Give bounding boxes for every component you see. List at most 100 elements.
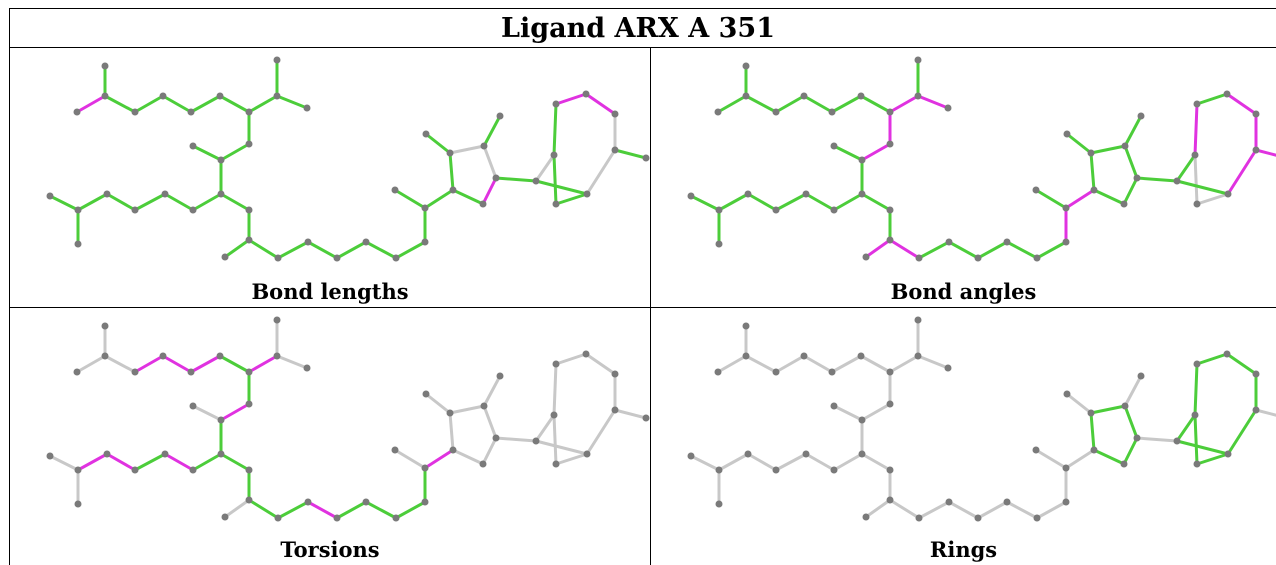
- bond: [554, 452, 589, 466]
- bond: [481, 436, 498, 466]
- bond: [802, 94, 834, 114]
- bond: [1089, 144, 1127, 155]
- atom: [862, 513, 870, 521]
- atom: [101, 62, 109, 70]
- bond: [223, 238, 251, 259]
- atom: [161, 450, 169, 458]
- atom: [800, 92, 808, 100]
- atom: [552, 360, 560, 368]
- bond: [1123, 374, 1143, 408]
- atom: [915, 514, 923, 522]
- atom: [245, 140, 253, 148]
- atom: [245, 108, 253, 116]
- atom: [391, 446, 399, 454]
- atom: [532, 177, 540, 185]
- bond: [916, 354, 950, 370]
- bond: [105, 192, 137, 212]
- atom: [714, 368, 722, 376]
- atom: [858, 190, 866, 198]
- bond: [534, 413, 556, 443]
- atom: [772, 108, 780, 116]
- bond: [494, 436, 538, 443]
- atom: [391, 186, 399, 194]
- atom: [862, 253, 870, 261]
- bond: [451, 188, 485, 206]
- bond: [746, 192, 778, 212]
- atom: [496, 112, 504, 120]
- atom: [742, 62, 750, 70]
- bond: [1175, 179, 1230, 196]
- atom: [131, 368, 139, 376]
- atom: [245, 466, 253, 474]
- atom: [886, 466, 894, 474]
- atom: [189, 142, 197, 150]
- bond: [1064, 448, 1096, 470]
- bond: [1193, 153, 1199, 206]
- atom: [1032, 186, 1040, 194]
- bond: [218, 94, 251, 114]
- atom: [74, 466, 82, 474]
- bond: [191, 144, 223, 162]
- bond: [689, 194, 721, 212]
- bond: [423, 188, 455, 210]
- atom: [772, 466, 780, 474]
- bond: [888, 354, 920, 374]
- bond: [802, 354, 834, 374]
- bond: [393, 448, 427, 470]
- atom: [802, 450, 810, 458]
- atom: [492, 434, 500, 442]
- torsions-molecule: [46, 316, 650, 522]
- bond: [1092, 188, 1126, 206]
- atom: [1087, 409, 1095, 417]
- atom: [46, 192, 54, 200]
- bond: [423, 448, 455, 470]
- atom: [304, 238, 312, 246]
- bond: [451, 448, 485, 466]
- bond: [916, 94, 950, 110]
- atom: [1087, 149, 1095, 157]
- bond: [448, 404, 486, 415]
- atom: [550, 411, 558, 419]
- bond: [494, 176, 538, 183]
- atom: [1121, 402, 1129, 410]
- bond: [1195, 452, 1230, 466]
- bond: [774, 354, 806, 374]
- bond: [917, 240, 951, 260]
- bond: [424, 392, 452, 415]
- bond: [584, 92, 617, 116]
- atom: [245, 496, 253, 504]
- bond: [161, 354, 193, 374]
- bond: [219, 402, 251, 422]
- bond: [1005, 500, 1039, 520]
- atom: [742, 352, 750, 360]
- atom: [1121, 142, 1129, 150]
- atom: [886, 368, 894, 376]
- atom: [532, 437, 540, 445]
- atom: [217, 156, 225, 164]
- atom: [914, 56, 922, 64]
- atom: [492, 174, 500, 182]
- atom: [74, 240, 82, 248]
- bond: [189, 94, 222, 114]
- bond: [976, 500, 1009, 520]
- atom: [273, 316, 281, 324]
- atom: [274, 514, 282, 522]
- bond: [1225, 352, 1258, 376]
- bond: [1175, 413, 1197, 443]
- bond: [133, 452, 167, 472]
- atom: [886, 400, 894, 408]
- atom: [303, 364, 311, 372]
- left-border: [9, 8, 10, 565]
- bond: [364, 240, 398, 260]
- atom: [974, 254, 982, 262]
- atom: [1137, 112, 1145, 120]
- bond: [1092, 448, 1126, 466]
- atom: [103, 190, 111, 198]
- bond: [219, 192, 251, 212]
- bond: [76, 452, 109, 472]
- atom: [101, 352, 109, 360]
- atom: [1223, 90, 1231, 98]
- atom: [159, 92, 167, 100]
- atom: [1120, 200, 1128, 208]
- atom: [187, 368, 195, 376]
